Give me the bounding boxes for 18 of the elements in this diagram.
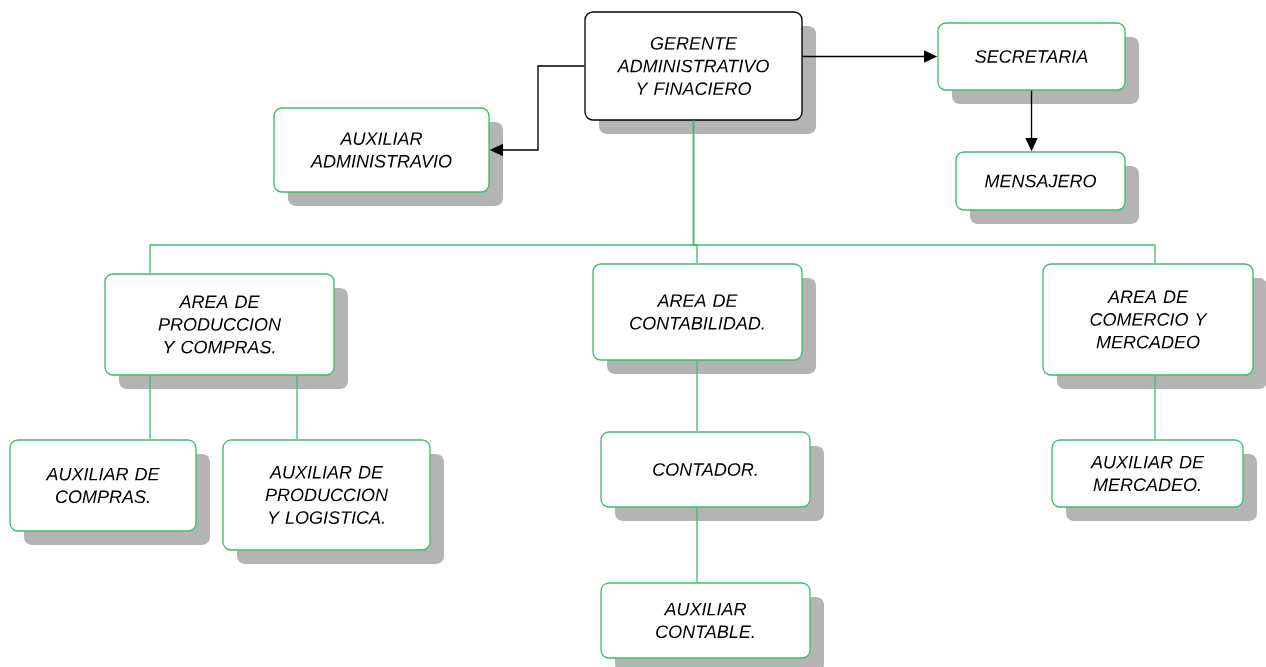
org-box: GERENTE ADMINISTRATIVO Y FINACIERO — [584, 11, 816, 134]
connector — [692, 120, 1156, 264]
org-box: AUXILIAR ADMINISTRAVIO — [273, 107, 503, 206]
org-box: AUXILIAR CONTABLE. — [600, 582, 824, 667]
connector — [149, 375, 151, 440]
org-box: AREA DE PRODUCCION Y COMPRAS. — [104, 273, 348, 389]
connector — [1154, 375, 1156, 440]
org-box: AUXILIAR DE PRODUCCION Y LOGISTICA. — [222, 439, 444, 564]
connector — [696, 507, 698, 583]
connector — [696, 360, 698, 432]
connector — [296, 375, 298, 440]
org-box: AREA DE CONTABILIDAD. — [592, 263, 816, 374]
org-box: AUXILIAR DE MERCADEO. — [1051, 439, 1257, 521]
org-box: AREA DE COMERCIO Y MERCADEO — [1042, 263, 1266, 389]
org-box: CONTADOR. — [600, 431, 824, 521]
org-box: MENSAJERO — [955, 151, 1139, 224]
org-box: SECRETARIA — [937, 22, 1139, 104]
org-box: AUXILIAR DE COMPRAS. — [9, 439, 210, 545]
